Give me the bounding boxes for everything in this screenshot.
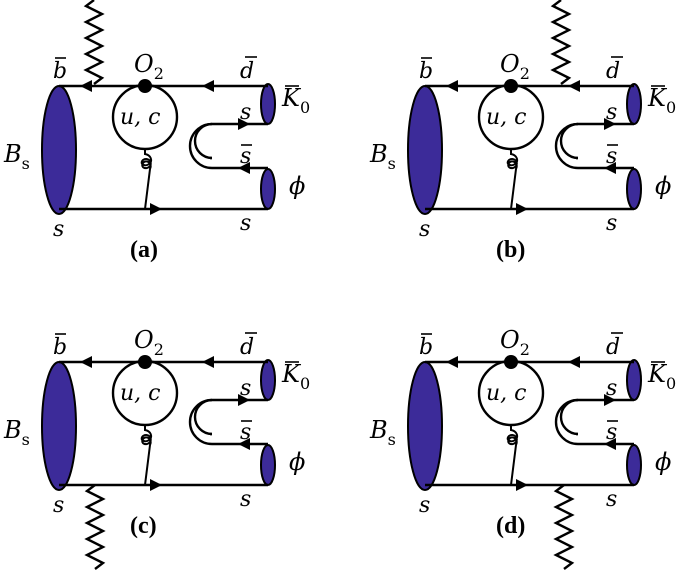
s-upper-label: s <box>240 376 251 401</box>
s-bar-label: s <box>240 144 251 169</box>
d-bar-label: d <box>606 335 620 360</box>
b-meson-label: Bs <box>369 140 396 173</box>
s-bottom-left-label: s <box>53 217 64 242</box>
panel-caption: (b) <box>496 237 525 263</box>
s-upper-label: s <box>240 100 251 125</box>
b-meson-label: Bs <box>3 416 30 449</box>
panel-c <box>40 353 277 570</box>
d-bar-label: d <box>240 59 254 84</box>
panel-d <box>406 353 643 570</box>
operator-label: O2 <box>134 50 164 83</box>
k-meson-label: K0 <box>647 84 676 117</box>
phi-label: ϕ <box>289 448 305 476</box>
k-meson-label: K0 <box>647 360 676 393</box>
panel-b <box>406 0 643 217</box>
s-bottom-left-label: s <box>419 217 430 242</box>
b-bar-label: b <box>419 335 433 360</box>
operator-label: O2 <box>134 326 164 359</box>
b-bar-label: b <box>53 335 67 360</box>
s-upper-label: s <box>606 100 617 125</box>
loop-label: u, c <box>486 381 526 406</box>
operator-label: O2 <box>500 326 530 359</box>
s-lower-right-label: s <box>240 211 251 236</box>
s-upper-label: s <box>606 376 617 401</box>
b-meson-label: Bs <box>369 416 396 449</box>
s-bar-label: s <box>606 144 617 169</box>
b-bar-label: b <box>53 59 67 84</box>
loop-label: u, c <box>486 105 526 130</box>
photon-line <box>83 0 105 85</box>
s-bottom-left-label: s <box>419 493 430 518</box>
loop-label: u, c <box>120 381 160 406</box>
phi-label: ϕ <box>655 448 671 476</box>
s-bar-label: s <box>606 420 617 445</box>
photon-line <box>84 484 106 570</box>
s-bar-label: s <box>240 420 251 445</box>
s-bottom-left-label: s <box>53 493 64 518</box>
s-lower-right-label: s <box>606 211 617 236</box>
phi-label: ϕ <box>655 172 671 200</box>
d-bar-label: d <box>240 335 254 360</box>
panel-caption: (a) <box>130 237 158 263</box>
photon-line <box>550 0 572 85</box>
b-meson-label: Bs <box>3 140 30 173</box>
d-bar-label: d <box>606 59 620 84</box>
panel-a <box>40 0 277 217</box>
phi-label: ϕ <box>289 172 305 200</box>
photon-line <box>553 484 575 570</box>
operator-label: O2 <box>500 50 530 83</box>
k-meson-label: K0 <box>281 360 310 393</box>
panel-caption: (c) <box>130 513 157 539</box>
loop-label: u, c <box>120 105 160 130</box>
k-meson-label: K0 <box>281 84 310 117</box>
s-lower-right-label: s <box>606 487 617 512</box>
b-bar-label: b <box>419 59 433 84</box>
s-lower-right-label: s <box>240 487 251 512</box>
panel-caption: (d) <box>496 513 525 539</box>
